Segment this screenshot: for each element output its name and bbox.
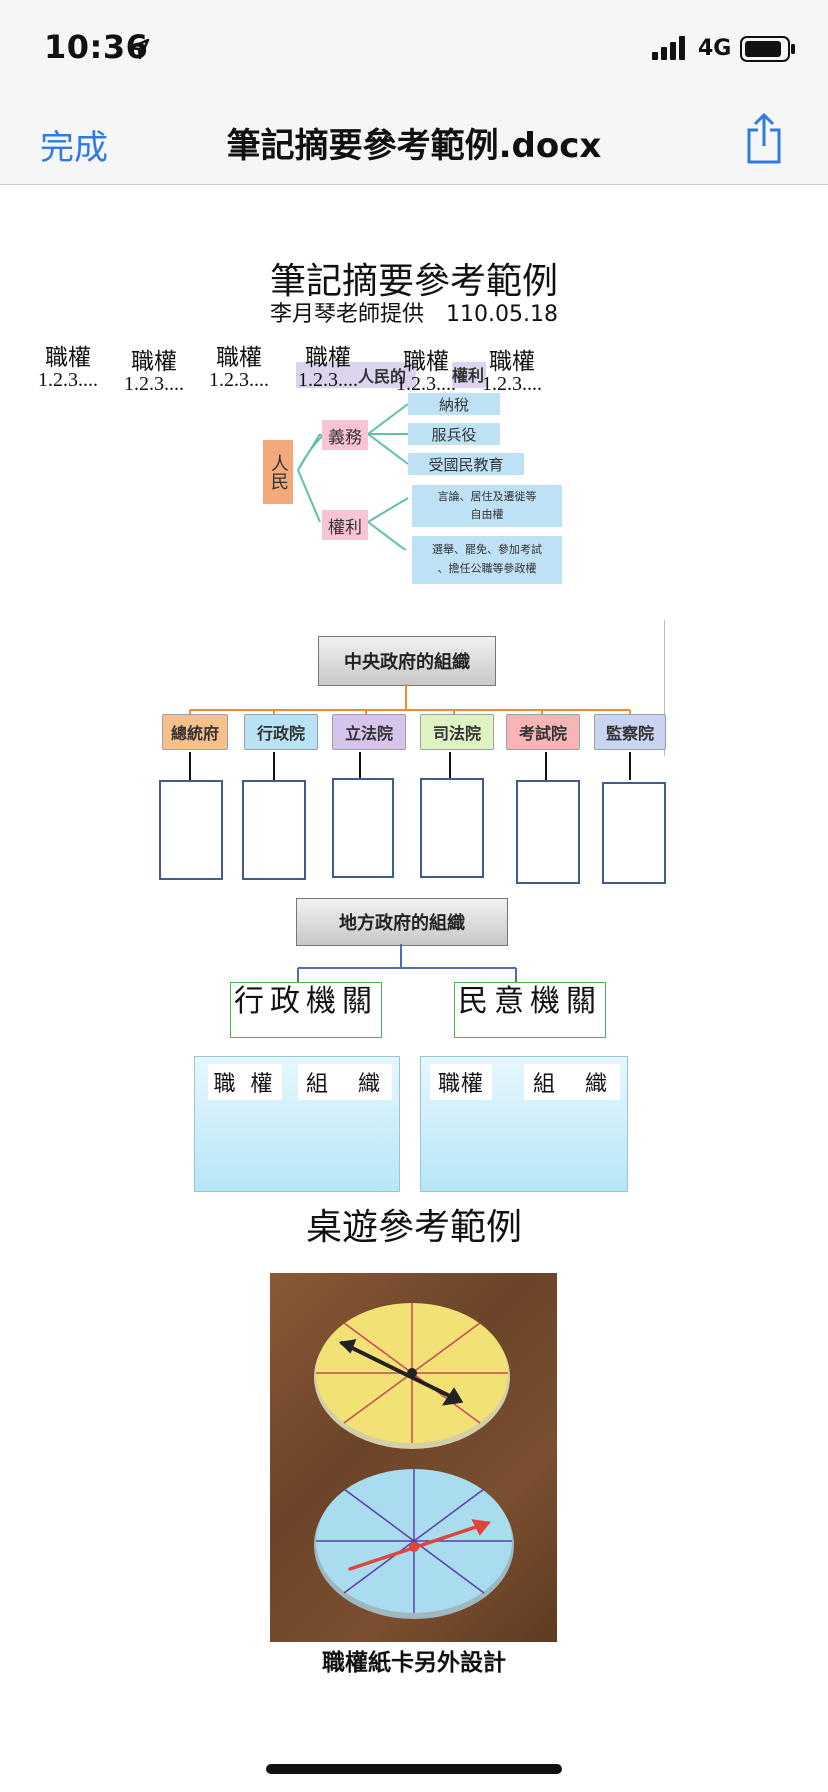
local-gov-connectors <box>297 944 517 984</box>
right-item-1: 言論、居住及遷徙等 自由權 <box>412 485 562 527</box>
branch-box-1 <box>159 780 223 880</box>
battery-icon <box>740 36 795 62</box>
branch-president: 總統府 <box>162 714 228 750</box>
duty-item-2: 服兵役 <box>408 423 500 445</box>
duty-item-3: 受國民教育 <box>408 453 524 475</box>
signal-icon <box>652 36 685 60</box>
fragment-text-a: 人民的 <box>358 367 407 386</box>
duty-node: 義務 <box>322 420 368 450</box>
people-root: 人民 <box>263 440 293 504</box>
doc-heading: 筆記摘要參考範例 <box>269 261 558 302</box>
nav-bar <box>0 100 828 185</box>
exec-tag-organization: 組 織 <box>298 1064 392 1100</box>
branch-executive: 行政院 <box>244 714 318 750</box>
branch-box-5 <box>516 780 580 884</box>
right-node: 權利 <box>322 510 368 540</box>
network-type: 4G <box>698 36 732 61</box>
council-tag-organization: 組 織 <box>524 1064 620 1100</box>
exec-organ: 行政機關 <box>230 982 382 1038</box>
branch-box-6 <box>602 782 666 884</box>
fragment-banner <box>296 362 416 388</box>
page-edge-line <box>664 620 665 756</box>
central-gov-connectors <box>189 684 631 780</box>
branch-box-3 <box>332 778 394 878</box>
document-title: 筆記摘要參考範例.docx <box>226 126 602 166</box>
home-indicator[interactable] <box>266 1764 562 1774</box>
doc-subheading: 李月琴老師提供 110.05.18 <box>270 302 558 327</box>
duty-item-1: 納稅 <box>408 393 500 415</box>
exec-tag-duties: 職 權 <box>208 1064 282 1100</box>
right-item-2: 選舉、罷免、參加考試 、擔任公職等參政權 <box>412 536 562 584</box>
location-arrow-icon <box>128 38 150 60</box>
branch-judicial: 司法院 <box>420 714 494 750</box>
branch-examination: 考試院 <box>506 714 580 750</box>
council-organ: 民意機關 <box>454 982 606 1038</box>
people-connectors <box>297 403 409 550</box>
central-gov-title: 中央政府的組織 <box>318 636 496 686</box>
share-icon[interactable] <box>744 112 784 164</box>
game-heading: 桌遊參考範例 <box>305 1207 522 1248</box>
photo-caption: 職權紙卡另外設計 <box>322 1650 506 1676</box>
branch-box-2 <box>242 780 306 880</box>
local-gov-title: 地方政府的組織 <box>296 898 508 946</box>
branch-legislative: 立法院 <box>332 714 406 750</box>
branch-box-4 <box>420 778 484 878</box>
fragment-text-b: 權利 <box>452 362 486 388</box>
board-game-photo <box>270 1273 557 1642</box>
council-tag-duties: 職權 <box>430 1064 492 1100</box>
spinner-illustration <box>314 1303 514 1619</box>
done-button[interactable]: 完成 <box>40 128 108 168</box>
branch-control: 監察院 <box>594 714 666 750</box>
